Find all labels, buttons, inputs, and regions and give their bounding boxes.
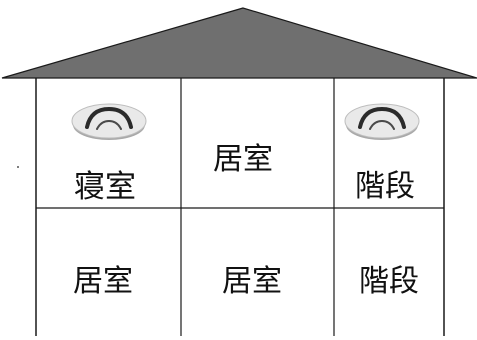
stray-dot [17,166,19,168]
smoke-detector-icon [344,103,420,140]
room-label-bottom-middle: 居室 [222,264,282,299]
room-label-bottom-right: 階段 [359,264,419,299]
smoke-detector-icon [71,103,147,140]
room-label-top-right: 階段 [355,169,415,204]
room-label-top-middle: 居室 [213,142,273,177]
room-label-bottom-left: 居室 [73,264,133,299]
room-label-top-left: 寝室 [74,169,136,205]
roof [1,7,477,79]
